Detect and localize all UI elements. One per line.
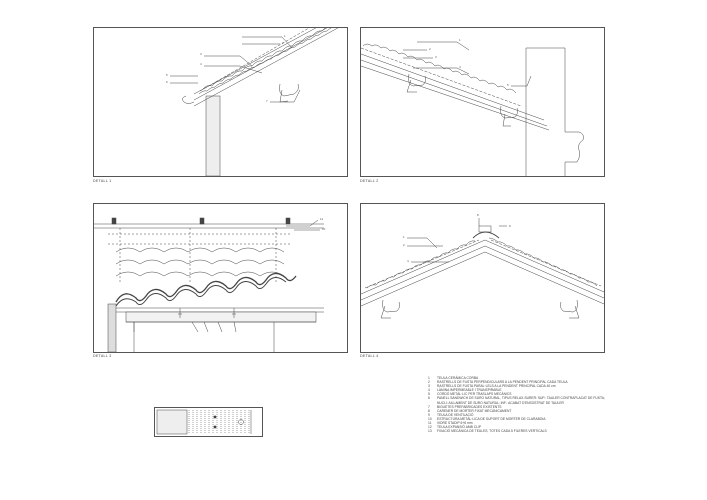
legend-text: TEULA DE VENTILACIÓ: [437, 412, 474, 417]
legend-item: 1 TEULA CERÀMICA CORBA: [428, 376, 608, 380]
legend-item: 2 RASTRELLS DE FUSTA PERPENDICULARS A LA …: [428, 380, 608, 384]
legend-item: 7 BIGUETES PREFABRICADES EXISTENTS: [428, 405, 608, 409]
legend-number: 13: [428, 429, 432, 434]
legend-number: 2: [428, 380, 430, 385]
legend-item: 6 PANELL SANDWICH DE SURO NATURAL, TIPUS …: [428, 396, 608, 404]
legend-item: 12 TEULA EXPANSIÓ AMB CLIP: [428, 425, 608, 429]
legend-item: 10 ESTRUCTURA METÀL·LICA DE SUPORT DE MOR…: [428, 417, 608, 421]
legend-text: RASTRELLS DE FUSTA PERPENDICULARS A LA P…: [437, 380, 568, 385]
svg-text:1: 1: [284, 34, 286, 38]
key-plan-drawing: [156, 409, 252, 435]
legend-text: CORDÓ METÀL·LIC PER TRASLAPS MECÀNICS: [437, 392, 512, 397]
detail-4-drawing: 1 2 4 8 9: [361, 213, 604, 319]
svg-text:4: 4: [200, 62, 202, 66]
detail-4-caption: DETALL 4: [360, 354, 379, 358]
legend-number: 7: [428, 404, 430, 409]
svg-text:5: 5: [166, 73, 168, 77]
legend-number: 8: [428, 408, 430, 413]
svg-text:3: 3: [435, 55, 437, 59]
detail-1-caption: DETALL 1: [93, 179, 112, 183]
svg-text:11: 11: [320, 217, 323, 221]
svg-text:1: 1: [459, 38, 461, 42]
svg-text:6: 6: [166, 80, 168, 84]
svg-text:9: 9: [509, 224, 511, 228]
legend-item: 3 RASTRELLS DE FUSTA PARAL·LELS A LA PEND…: [428, 384, 608, 388]
svg-text:10: 10: [322, 227, 326, 231]
legend-item: 11 VIDRE STADIP 6+6 mm: [428, 421, 608, 425]
legend-number: 6: [428, 396, 430, 401]
legend-item: 13 FIXACIÓ MECÀNICA DE TEULES, TOTES CADA…: [428, 429, 608, 433]
legend-item: 4 LÀMINA IMPERMEABLE I TRANSPIRABLE: [428, 388, 608, 392]
legend-number: 3: [428, 384, 430, 389]
legend-number: 5: [428, 392, 430, 397]
legend-number: 4: [428, 388, 430, 393]
detail-2-drawing: 1 2 3 4 5: [361, 38, 584, 176]
detail-4-panel: 1 2 4 8 9: [360, 203, 605, 353]
svg-text:2: 2: [282, 41, 284, 45]
legend-text: TEULA EXPANSIÓ AMB CLIP: [437, 425, 482, 430]
svg-text:2: 2: [429, 47, 431, 51]
legend-text: CARENER DE MORTER FIXAT MECÀNICAMENT: [437, 408, 512, 413]
legend-number: 1: [428, 376, 430, 380]
legend-item: 8 CARENER DE MORTER FIXAT MECÀNICAMENT: [428, 409, 608, 413]
svg-text:1: 1: [403, 235, 405, 239]
detail-2-panel: 1 2 3 4 5: [360, 27, 605, 177]
detail-3-drawing: 11 10: [94, 217, 326, 352]
legend-text: ESTRUCTURA METÀL·LICA DE SUPORT DE MORTE…: [437, 416, 546, 421]
detail-2-caption: DETALL 2: [360, 179, 379, 183]
detail-3-caption: DETALL 3: [93, 354, 112, 358]
legend-text: TEULA CERÀMICA CORBA: [437, 376, 479, 380]
svg-text:4: 4: [407, 259, 409, 263]
svg-text:8: 8: [477, 213, 479, 217]
svg-text:3: 3: [200, 52, 202, 56]
legend-text: VIDRE STADIP 6+6 mm: [437, 421, 473, 426]
legend-item: 5 CORDÓ METÀL·LIC PER TRASLAPS MECÀNICS: [428, 392, 608, 396]
detail-3-panel: 11 10: [93, 203, 348, 353]
legend-text: RASTRELLS DE FUSTA PARAL·LELS A LA PENDE…: [437, 384, 556, 389]
legend-text: BIGUETES PREFABRICADES EXISTENTS: [437, 404, 502, 409]
legend-number: 10: [428, 416, 432, 421]
svg-text:7: 7: [266, 99, 268, 103]
legend-item: 9 TEULA DE VENTILACIÓ: [428, 413, 608, 417]
svg-text:5: 5: [507, 83, 509, 87]
key-plan: [154, 407, 263, 437]
detail-1-drawing: 12 3 4 5 6 7: [166, 28, 339, 176]
legend-number: 11: [428, 421, 432, 426]
legend-text: LÀMINA IMPERMEABLE I TRANSPIRABLE: [437, 388, 502, 393]
svg-text:2: 2: [403, 243, 405, 247]
svg-text:4: 4: [459, 65, 461, 69]
legend-number: 9: [428, 412, 430, 417]
legend-text: FIXACIÓ MECÀNICA DE TEULES, TOTES CADA 5…: [437, 429, 547, 434]
legend-number: 12: [428, 425, 432, 430]
legend-text: PANELL SANDWICH DE SURO NATURAL, TIPUS R…: [437, 396, 605, 405]
